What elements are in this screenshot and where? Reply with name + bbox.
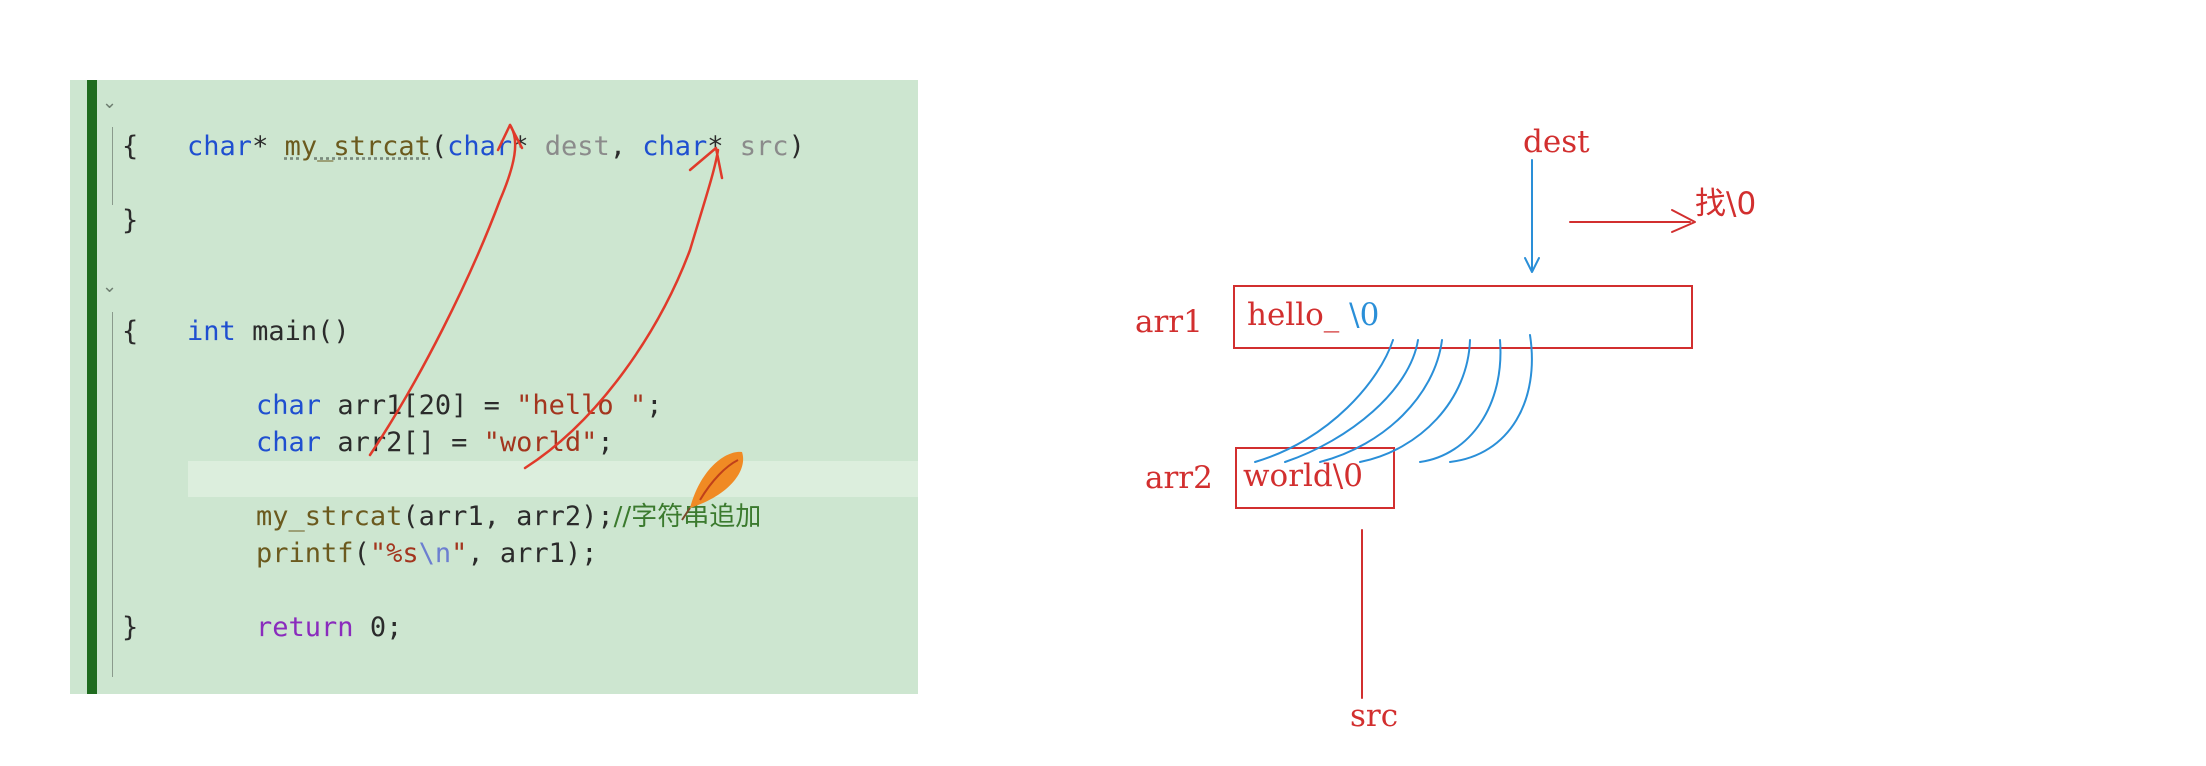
string-literal: "world" <box>483 427 598 458</box>
arr1-content: hello_ \0 <box>1247 297 1379 333</box>
function-name: my_strcat <box>256 501 403 532</box>
src-label: src <box>1350 698 1399 734</box>
code-token: arr2[] = <box>321 427 484 458</box>
code-line-7[interactable]: { <box>122 316 139 347</box>
string-literal: " <box>451 538 468 569</box>
arr1-text: hello_ <box>1247 297 1340 333</box>
code-line-9[interactable]: char arr2[] = "world"; <box>191 387 614 458</box>
keyword: char <box>642 131 708 162</box>
code-token: * <box>252 131 285 162</box>
keyword: char <box>256 427 322 458</box>
code-editor[interactable]: ⌄ ⌄ char* my_strcat(char* dest, char* sr… <box>70 80 918 694</box>
code-line-4[interactable]: } <box>122 205 139 236</box>
keyword: char <box>187 131 253 162</box>
code-token: main() <box>235 316 350 347</box>
parameter: dest <box>544 131 610 162</box>
code-line-1[interactable]: char* my_strcat(char* dest, char* src) <box>122 91 805 162</box>
function-name: printf <box>256 538 354 569</box>
code-line-12[interactable]: printf("%s\n", arr1); <box>191 498 597 569</box>
find-null-label: 找\0 <box>1695 186 1757 222</box>
code-token: ) <box>788 131 805 162</box>
code-line-6[interactable]: int main() <box>122 276 350 347</box>
scope-guide-line <box>112 127 113 205</box>
code-token: ( <box>353 538 370 569</box>
escape-sequence: \n <box>418 538 452 569</box>
arr1-label: arr1 <box>1135 304 1203 340</box>
keyword: return <box>256 612 354 643</box>
arr2-content: world\0 <box>1243 458 1363 494</box>
blue-copy-curve <box>1254 339 1394 463</box>
blue-copy-curve <box>1449 334 1533 463</box>
code-line-14[interactable]: return 0; <box>191 572 402 643</box>
code-comment: //字符串追加 <box>613 502 762 532</box>
fold-chevron-icon[interactable]: ⌄ <box>102 92 118 113</box>
code-line-11[interactable]: my_strcat(arr1, arr2);//字符串追加 <box>191 461 761 532</box>
string-literal: "%s <box>369 538 419 569</box>
blue-copy-curve <box>1319 339 1443 463</box>
code-token: , <box>609 131 643 162</box>
code-token: * <box>512 131 545 162</box>
code-token: ( <box>430 131 448 162</box>
blue-copy-curve <box>1419 339 1502 463</box>
code-token: * <box>707 131 740 162</box>
code-token: ; <box>646 390 663 421</box>
parameter: src <box>739 131 789 162</box>
code-line-15[interactable]: } <box>122 612 139 643</box>
code-line-8[interactable]: char arr1[20] = "hello "; <box>191 350 662 421</box>
code-token: 0; <box>353 612 403 643</box>
code-token: , arr1); <box>467 538 598 569</box>
dest-label: dest <box>1523 124 1590 160</box>
arr1-null-char: \0 <box>1349 297 1380 333</box>
code-token: (arr1, arr2); <box>402 501 614 532</box>
change-gutter-bar <box>87 80 97 694</box>
blue-copy-curve <box>1284 339 1419 463</box>
red-arrowhead <box>1671 209 1696 233</box>
arr2-label: arr2 <box>1145 460 1213 496</box>
keyword: char <box>256 390 322 421</box>
blue-copy-curve <box>1359 339 1471 463</box>
code-line-2[interactable]: { <box>122 131 139 162</box>
function-name: my_strcat <box>284 131 431 162</box>
fold-chevron-icon[interactable]: ⌄ <box>102 276 118 297</box>
code-token: ; <box>597 427 614 458</box>
blue-arrowhead <box>1524 257 1540 273</box>
keyword: char <box>447 131 513 162</box>
keyword: int <box>187 316 236 347</box>
scope-guide-line <box>112 312 113 677</box>
